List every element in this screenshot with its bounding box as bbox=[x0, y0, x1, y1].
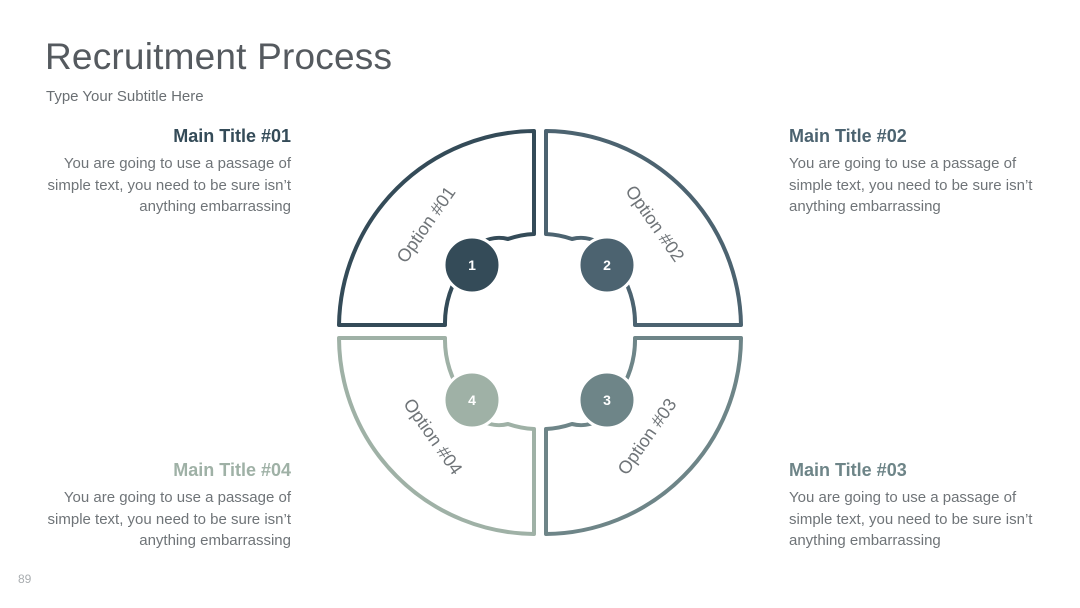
quadrant-1-shape bbox=[337, 129, 536, 327]
info-block-1: Main Title #01 You are going to use a pa… bbox=[41, 126, 291, 218]
info-block-3-text: You are going to use a passage of simple… bbox=[789, 489, 1033, 549]
page-subtitle: Type Your Subtitle Here bbox=[46, 88, 204, 105]
page-title: Recruitment Process bbox=[45, 36, 393, 77]
info-block-4-text: You are going to use a passage of simple… bbox=[47, 489, 291, 549]
info-block-4: Main Title #04 You are going to use a pa… bbox=[41, 460, 291, 552]
quadrant-4-shape bbox=[337, 336, 536, 536]
step-number-1: 1 bbox=[468, 257, 476, 273]
quadrant-3-shape bbox=[544, 336, 743, 536]
info-block-1-text: You are going to use a passage of simple… bbox=[47, 155, 291, 215]
step-circle-1 bbox=[442, 235, 502, 295]
info-block-1-title: Main Title #01 bbox=[173, 126, 291, 146]
step-circle-4 bbox=[442, 370, 502, 430]
info-block-2-title: Main Title #02 bbox=[789, 126, 907, 146]
page-number: 89 bbox=[18, 572, 32, 586]
info-block-3: Main Title #03 You are going to use a pa… bbox=[789, 460, 1039, 552]
info-block-4-title: Main Title #04 bbox=[173, 460, 291, 480]
step-circle-2 bbox=[577, 235, 637, 295]
info-block-2: Main Title #02 You are going to use a pa… bbox=[789, 126, 1039, 218]
step-number-4: 4 bbox=[468, 392, 476, 408]
step-circle-3 bbox=[577, 370, 637, 430]
info-block-2-text: You are going to use a passage of simple… bbox=[789, 155, 1033, 215]
step-number-3: 3 bbox=[603, 392, 611, 408]
step-number-2: 2 bbox=[603, 257, 611, 273]
quadrant-2-shape bbox=[544, 129, 743, 327]
info-block-3-title: Main Title #03 bbox=[789, 460, 907, 480]
